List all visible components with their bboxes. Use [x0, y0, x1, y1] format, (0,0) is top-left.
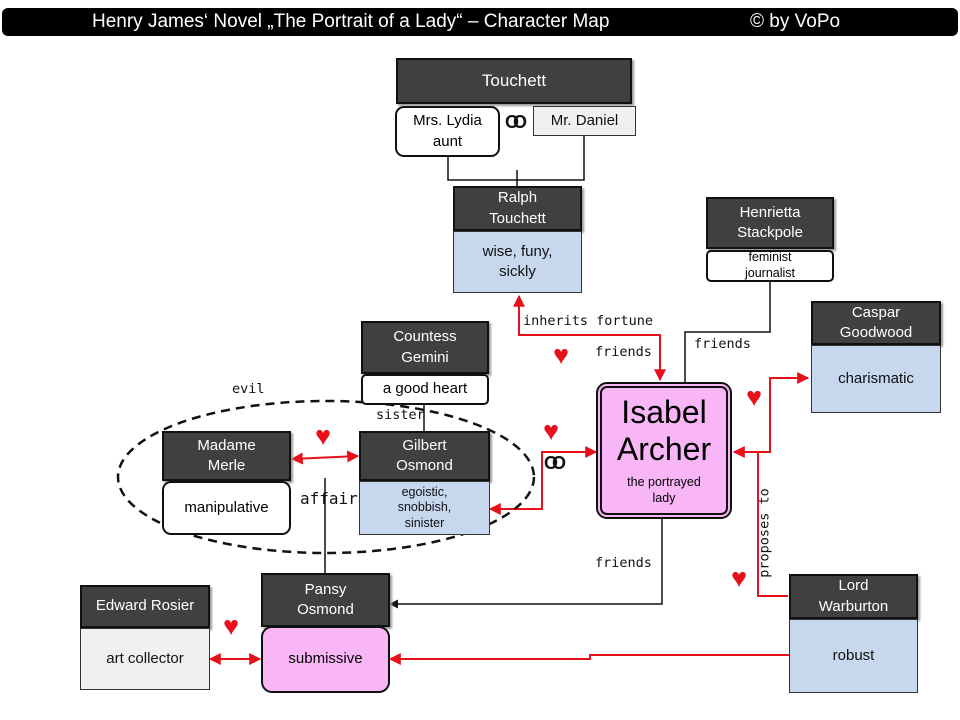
title-bar: Henry James‘ Novel „The Portrait of a La…: [2, 8, 958, 36]
label-friends-ralph: friends: [595, 344, 652, 360]
merle-osmond-line: [290, 450, 360, 465]
daniel-box: Mr. Daniel: [533, 106, 636, 136]
daniel-label: Mr. Daniel: [550, 111, 619, 129]
merle-name: Madame Merle: [197, 436, 256, 474]
warburton-traits-box: robust: [789, 619, 918, 693]
henrietta-name: Henrietta Stackpole: [737, 203, 803, 241]
merle-name-box: Madame Merle: [162, 431, 291, 481]
pansy-friends-line: [389, 519, 663, 609]
evil-ellipse: [116, 399, 536, 555]
merle-traits-box: manipulative: [162, 481, 291, 535]
caspar-traits: charismatic: [838, 369, 914, 387]
label-proposes-to: proposes to: [756, 488, 773, 578]
henrietta-friends-line: [684, 282, 771, 382]
isabel-name: Isabel Archer: [616, 394, 712, 468]
osmond-traits-box: egoistic, snobbish, sinister: [359, 481, 490, 535]
isabel-osmond-line: [488, 446, 598, 515]
countess-traits: a good heart: [382, 380, 468, 398]
caspar-line: [732, 372, 810, 458]
merle-traits: manipulative: [184, 498, 269, 516]
osmond-traits: egoistic, snobbish, sinister: [397, 484, 452, 530]
rosier-name-box: Edward Rosier: [80, 585, 210, 628]
caspar-name-box: Caspar Goodwood: [811, 301, 941, 345]
caspar-traits-box: charismatic: [811, 345, 941, 413]
heart-icon: ♥: [746, 382, 763, 412]
osmond-name-box: Gilbert Osmond: [359, 431, 490, 481]
warburton-name: Lord Warburton: [818, 577, 889, 615]
marriage-symbol-isabel-osmond: OO: [544, 453, 566, 473]
isabel-box: Isabel Archer the portrayed lady: [596, 382, 732, 519]
proposes-line: [757, 452, 788, 597]
pansy-name: Pansy Osmond: [297, 580, 354, 618]
isabel-subtitle: the portrayed lady: [627, 475, 701, 506]
label-evil: evil: [232, 381, 265, 397]
heart-icon: ♥: [731, 563, 748, 593]
heart-icon: ♥: [315, 421, 332, 451]
ralph-name: Ralph Touchett: [489, 189, 546, 227]
label-inherits-fortune: inherits fortune: [523, 313, 654, 329]
warburton-name-box: Lord Warburton: [789, 574, 918, 619]
label-sister: sister: [376, 407, 425, 423]
touchett-family-label: Touchett: [481, 70, 547, 90]
label-friends-henrietta: friends: [694, 336, 751, 352]
ralph-name-box: Ralph Touchett: [453, 186, 582, 231]
page-title: Henry James‘ Novel „The Portrait of a La…: [92, 11, 610, 32]
rosier-traits: art collector: [106, 649, 184, 667]
countess-name-box: Countess Gemini: [361, 321, 489, 374]
lydia-label: Mrs. Lydia aunt: [413, 112, 482, 150]
osmond-name: Gilbert Osmond: [396, 436, 453, 474]
heart-icon: ♥: [223, 611, 240, 641]
ralph-traits: wise, funy, sickly: [482, 242, 553, 280]
pansy-traits-box: submissive: [261, 626, 390, 693]
warburton-pansy-line: [388, 653, 790, 665]
heart-icon: ♥: [553, 340, 570, 370]
marriage-symbol-touchett: OO: [505, 112, 527, 132]
label-friends-pansy: friends: [595, 555, 652, 571]
rosier-traits-box: art collector: [80, 628, 210, 690]
caspar-name: Caspar Goodwood: [839, 303, 913, 341]
countess-name: Countess Gemini: [393, 328, 457, 366]
touchett-family-box: Touchett: [396, 58, 632, 104]
henrietta-name-box: Henrietta Stackpole: [706, 197, 834, 249]
credit: © by VoPo: [750, 11, 841, 32]
heart-icon: ♥: [543, 416, 560, 446]
pansy-traits: submissive: [288, 650, 363, 668]
touchett-parent-line: [447, 136, 585, 181]
pansy-name-box: Pansy Osmond: [261, 573, 390, 627]
henrietta-traits: feminist journalist: [744, 250, 796, 280]
inherits-line: [513, 294, 666, 382]
label-affair: affair: [300, 489, 358, 508]
countess-traits-box: a good heart: [361, 374, 489, 405]
ralph-traits-box: wise, funy, sickly: [453, 231, 582, 293]
lydia-box: Mrs. Lydia aunt: [395, 106, 500, 157]
henrietta-traits-box: feminist journalist: [706, 250, 834, 282]
rosier-name: Edward Rosier: [95, 597, 195, 615]
warburton-traits: robust: [832, 646, 875, 664]
